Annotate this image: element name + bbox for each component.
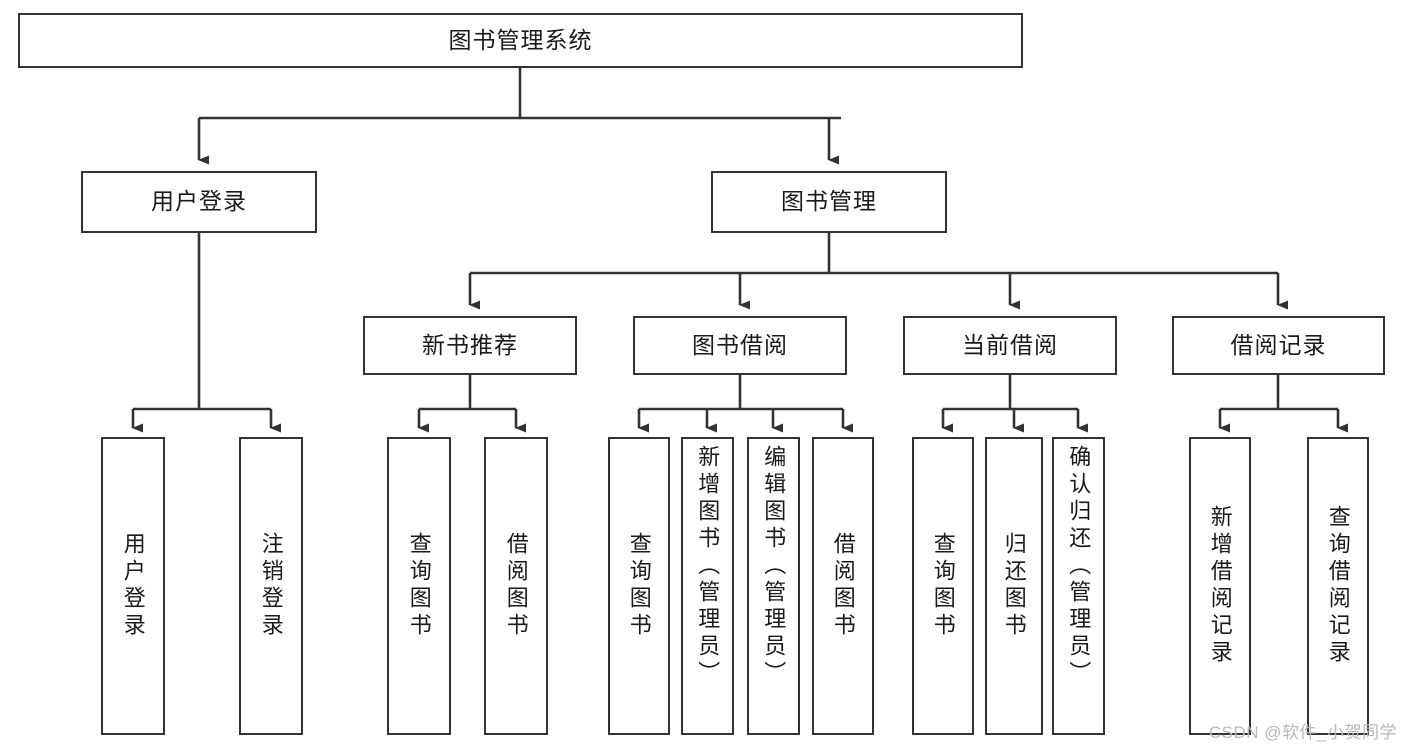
leaf-query-record[interactable]: 查询借阅记录 [1307,437,1369,735]
leaf-query-book-1-label: 查询图书 [406,532,432,640]
leaf-edit-book[interactable]: 编辑图书（管理员） [747,437,800,735]
node-book-borrow[interactable]: 图书借阅 [633,316,847,375]
leaf-return-book-label: 归还图书 [1001,532,1027,640]
node-book-manage[interactable]: 图书管理 [711,171,947,233]
leaf-user-login-label: 用户登录 [120,532,146,640]
leaf-query-book-2-label: 查询图书 [626,532,652,640]
leaf-query-book-3[interactable]: 查询图书 [912,437,974,735]
leaf-logout-label: 注销登录 [258,532,284,640]
leaf-add-record-label: 新增借阅记录 [1207,505,1233,667]
leaf-add-book-label: 新增图书（管理员） [695,445,721,688]
leaf-borrow-book-2-label: 借阅图书 [830,532,856,640]
leaf-logout[interactable]: 注销登录 [239,437,303,735]
node-user-login-label: 用户登录 [151,188,247,215]
node-borrow-record-label: 借阅记录 [1230,331,1327,358]
leaf-borrow-book-1-label: 借阅图书 [503,532,529,640]
node-book-borrow-label: 图书借阅 [692,331,788,358]
node-current-borrow[interactable]: 当前借阅 [903,316,1117,375]
leaf-confirm-return[interactable]: 确认归还（管理员） [1052,437,1105,735]
leaf-borrow-book-1[interactable]: 借阅图书 [484,437,548,735]
node-user-login[interactable]: 用户登录 [81,171,317,233]
leaf-edit-book-label: 编辑图书（管理员） [761,445,787,688]
node-book-manage-label: 图书管理 [781,188,877,215]
leaf-borrow-book-2[interactable]: 借阅图书 [812,437,874,735]
leaf-query-book-1[interactable]: 查询图书 [387,437,451,735]
leaf-confirm-return-label: 确认归还（管理员） [1066,445,1092,688]
node-new-book-recommend-label: 新书推荐 [422,331,518,358]
leaf-query-book-2[interactable]: 查询图书 [608,437,670,735]
node-root[interactable]: 图书管理系统 [18,13,1023,68]
leaf-add-record[interactable]: 新增借阅记录 [1189,437,1251,735]
leaf-return-book[interactable]: 归还图书 [985,437,1043,735]
leaf-add-book[interactable]: 新增图书（管理员） [681,437,734,735]
node-new-book-recommend[interactable]: 新书推荐 [363,316,577,375]
node-root-label: 图书管理系统 [448,26,593,53]
leaf-query-book-3-label: 查询图书 [930,532,956,640]
leaf-user-login[interactable]: 用户登录 [101,437,165,735]
node-current-borrow-label: 当前借阅 [962,331,1058,358]
leaf-query-record-label: 查询借阅记录 [1325,505,1351,667]
watermark: CSDN @软件_小贺同学 [1208,723,1397,742]
node-borrow-record[interactable]: 借阅记录 [1172,316,1385,375]
